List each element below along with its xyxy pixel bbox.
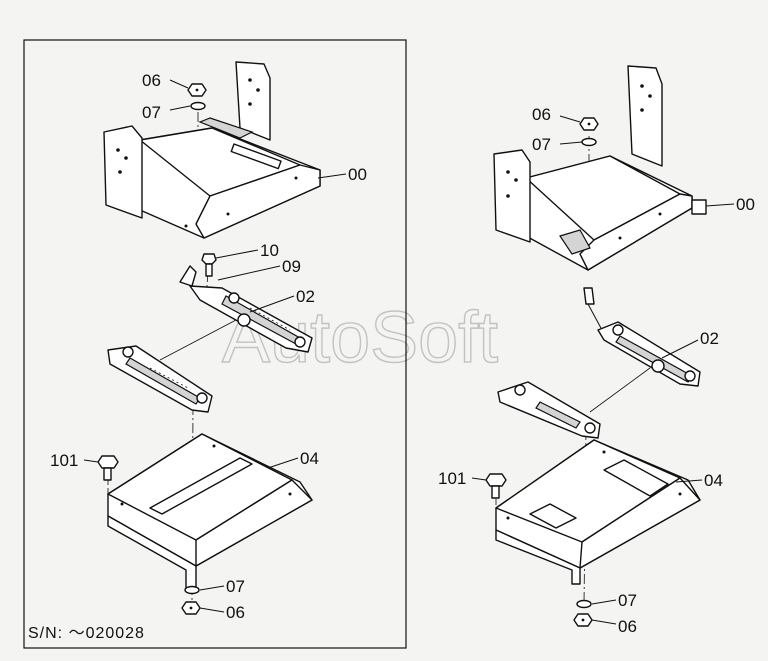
left-rail-link-line [159,319,237,361]
right-leader-07-top [559,141,583,145]
left-leader-00 [317,173,347,179]
right-leader-00 [705,203,735,207]
right-rail-link-line [589,367,651,413]
left-assembly: 06 07 00 10 09 02 04 101 07 06 [50,61,367,622]
left-top-nut [187,83,207,97]
right-callout-00: 00 [736,195,755,214]
left-bottom-nut [181,601,201,615]
right-bottom-nut [573,613,593,627]
right-assembly: 06 07 00 02 04 101 07 06 [438,65,755,636]
left-leader-02 [249,295,295,313]
left-callout-10: 10 [260,241,279,260]
left-leader-101 [83,459,99,463]
left-base-bolt-101 [97,455,119,481]
left-callout-101: 101 [50,451,78,470]
left-bottom-washer [184,585,200,595]
right-leader-101 [471,477,487,481]
left-leader-06-top [169,79,189,89]
right-callout-02: 02 [700,329,719,348]
left-bolt-10 [201,253,217,277]
right-leader-06-bottom [591,619,617,625]
right-callout-06-bottom: 06 [618,617,637,636]
left-leader-04 [267,457,299,469]
right-slide-rail-upper [583,287,701,387]
right-top-nut [579,117,599,131]
right-leader-02 [661,339,699,359]
left-leader-07-top [169,105,191,111]
watermark-text: AutoSoft [222,298,498,378]
right-slide-rail-lower [497,381,601,439]
right-callout-07-bottom: 07 [618,591,637,610]
right-callout-07-top: 07 [532,135,551,154]
left-callout-07-bottom: 07 [226,577,245,596]
right-leader-04 [675,479,703,483]
right-bottom-washer [576,599,592,609]
right-base-plate [495,439,701,585]
left-callout-02: 02 [296,287,315,306]
left-callout-04: 04 [300,449,319,468]
left-assembly-frame [23,39,407,649]
left-callout-07-top: 07 [142,103,161,122]
right-callout-06-top: 06 [532,105,551,124]
right-base-bolt-101 [485,473,507,499]
left-callout-06-bottom: 06 [226,603,245,622]
right-callout-04: 04 [704,471,723,490]
left-callout-06-top: 06 [142,71,161,90]
serial-number-note: S/N: ～020028 [28,625,145,642]
left-top-washer [190,101,206,111]
right-top-washer [581,137,597,147]
right-axis-line-lower [583,429,587,605]
right-callout-101: 101 [438,469,466,488]
left-callout-00: 00 [348,165,367,184]
left-seat-bracket [103,61,321,239]
left-slide-rail-lower [107,345,213,413]
left-leader-07-bottom [199,585,225,591]
left-slide-rail-upper [179,265,313,353]
right-seat-bracket [493,65,707,271]
left-leader-06-bottom [199,607,225,613]
left-callout-09: 09 [282,257,301,276]
left-leader-10 [215,249,259,259]
right-leader-06-top [559,115,581,123]
right-leader-07-bottom [591,599,617,605]
left-base-plate [107,433,313,589]
left-leader-09 [217,265,281,281]
